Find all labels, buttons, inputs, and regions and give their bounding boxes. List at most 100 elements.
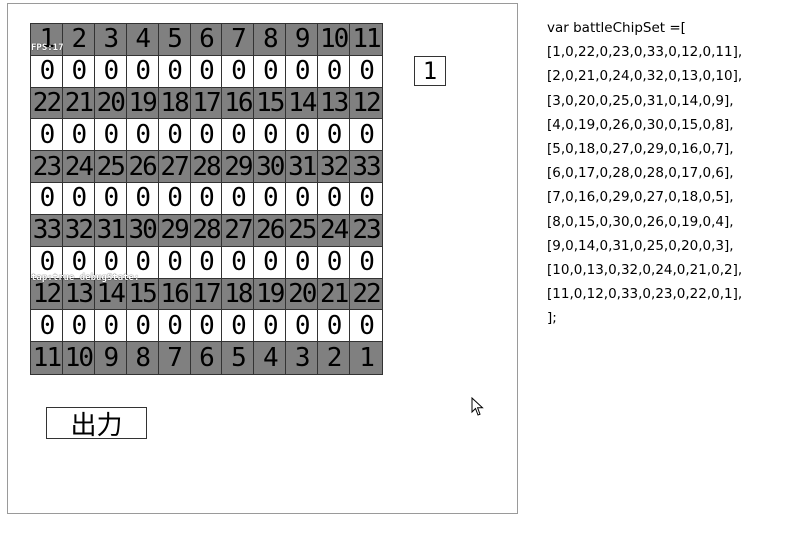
grid-cell[interactable]: 2 xyxy=(318,342,351,374)
grid-cell[interactable]: 17 xyxy=(190,87,223,120)
grid-cell[interactable]: 0 xyxy=(254,183,287,215)
grid-cell[interactable]: 26 xyxy=(254,214,287,247)
grid-cell[interactable]: 0 xyxy=(350,246,382,279)
grid-cell[interactable]: 10 xyxy=(318,24,351,56)
grid-cell[interactable]: 4 xyxy=(254,342,287,374)
grid-cell[interactable]: 0 xyxy=(126,246,159,279)
grid-cell[interactable]: 0 xyxy=(158,119,191,152)
grid-cell[interactable]: 0 xyxy=(222,119,255,152)
grid-cell[interactable]: 33 xyxy=(350,151,382,184)
grid-cell[interactable]: 15 xyxy=(254,87,287,120)
grid-cell[interactable]: 0 xyxy=(286,310,319,343)
grid-cell[interactable]: 25 xyxy=(94,151,127,184)
grid-cell[interactable]: 16 xyxy=(158,278,191,311)
output-button[interactable]: 出力 xyxy=(46,407,147,441)
grid-cell[interactable]: 0 xyxy=(286,119,319,152)
grid-cell[interactable]: 0 xyxy=(318,55,351,88)
grid-cell[interactable]: 0 xyxy=(222,246,255,279)
grid-cell[interactable]: 2 xyxy=(62,24,95,56)
grid-cell[interactable]: 5 xyxy=(222,342,255,374)
grid-cell[interactable]: 0 xyxy=(254,119,287,152)
grid-cell[interactable]: 0 xyxy=(62,55,95,88)
grid-cell[interactable]: 0 xyxy=(62,246,95,279)
grid-cell[interactable]: 0 xyxy=(286,55,319,88)
grid-cell[interactable]: 0 xyxy=(94,310,127,343)
grid-cell[interactable]: 3 xyxy=(94,24,127,56)
grid-cell[interactable]: 14 xyxy=(94,278,127,311)
grid-cell[interactable]: 0 xyxy=(158,183,191,215)
grid-cell[interactable]: 11 xyxy=(31,342,63,374)
grid-cell[interactable]: 13 xyxy=(318,87,351,120)
grid-cell[interactable]: 31 xyxy=(286,151,319,184)
grid-cell[interactable]: 17 xyxy=(190,278,223,311)
grid-cell[interactable]: 23 xyxy=(31,151,63,184)
grid-cell[interactable]: 0 xyxy=(94,246,127,279)
grid-cell[interactable]: 11 xyxy=(350,24,382,56)
grid-cell[interactable]: 21 xyxy=(318,278,351,311)
grid-cell[interactable]: 6 xyxy=(190,24,223,56)
grid-cell[interactable]: 30 xyxy=(254,151,287,184)
grid-cell[interactable]: 1 xyxy=(350,342,382,374)
grid-cell[interactable]: 0 xyxy=(158,310,191,343)
grid-cell[interactable]: 8 xyxy=(126,342,159,374)
grid-cell[interactable]: 18 xyxy=(222,278,255,311)
grid-cell[interactable]: 7 xyxy=(158,342,191,374)
grid-cell[interactable]: 0 xyxy=(318,310,351,343)
grid-cell[interactable]: 0 xyxy=(190,246,223,279)
grid-cell[interactable]: 0 xyxy=(94,119,127,152)
grid-cell[interactable]: 14 xyxy=(286,87,319,120)
grid-cell[interactable]: 27 xyxy=(158,151,191,184)
grid-cell[interactable]: 0 xyxy=(158,55,191,88)
grid-cell[interactable]: 0 xyxy=(254,55,287,88)
grid-cell[interactable]: 0 xyxy=(254,246,287,279)
grid-cell[interactable]: 0 xyxy=(31,183,63,215)
grid-cell[interactable]: 12 xyxy=(350,87,382,120)
grid-cell[interactable]: 0 xyxy=(190,119,223,152)
grid-cell[interactable]: 0 xyxy=(222,310,255,343)
grid-cell[interactable]: 22 xyxy=(31,87,63,120)
grid-cell[interactable]: 6 xyxy=(190,342,223,374)
grid-cell[interactable]: 0 xyxy=(318,183,351,215)
grid-cell[interactable]: 0 xyxy=(190,55,223,88)
grid-cell[interactable]: 20 xyxy=(286,278,319,311)
grid-cell[interactable]: 12 xyxy=(31,278,63,311)
grid-cell[interactable]: 0 xyxy=(31,246,63,279)
grid-cell[interactable]: 21 xyxy=(62,87,95,120)
grid-cell[interactable]: 0 xyxy=(126,55,159,88)
grid-cell[interactable]: 26 xyxy=(126,151,159,184)
grid-cell[interactable]: 0 xyxy=(126,310,159,343)
grid-cell[interactable]: 0 xyxy=(126,183,159,215)
grid-cell[interactable]: 0 xyxy=(254,310,287,343)
grid-cell[interactable]: 20 xyxy=(94,87,127,120)
grid-cell[interactable]: 3 xyxy=(286,342,319,374)
grid-cell[interactable]: 29 xyxy=(158,214,191,247)
grid-cell[interactable]: 27 xyxy=(222,214,255,247)
grid-cell[interactable]: 9 xyxy=(286,24,319,56)
grid-cell[interactable]: 0 xyxy=(286,183,319,215)
grid-cell[interactable]: 5 xyxy=(158,24,191,56)
grid-cell[interactable]: 31 xyxy=(94,214,127,247)
grid-cell[interactable]: 23 xyxy=(350,214,382,247)
grid-cell[interactable]: 24 xyxy=(318,214,351,247)
grid-cell[interactable]: 0 xyxy=(350,55,382,88)
grid-cell[interactable]: 33 xyxy=(31,214,63,247)
grid-cell[interactable]: 0 xyxy=(350,310,382,343)
grid-cell[interactable]: 32 xyxy=(62,214,95,247)
grid-cell[interactable]: 0 xyxy=(318,119,351,152)
grid-cell[interactable]: 18 xyxy=(158,87,191,120)
grid-cell[interactable]: 19 xyxy=(126,87,159,120)
grid-cell[interactable]: 1 xyxy=(31,24,63,56)
grid-cell[interactable]: 0 xyxy=(222,183,255,215)
grid-cell[interactable]: 0 xyxy=(94,55,127,88)
grid-cell[interactable]: 29 xyxy=(222,151,255,184)
grid-cell[interactable]: 0 xyxy=(31,55,63,88)
grid-cell[interactable]: 24 xyxy=(62,151,95,184)
grid-cell[interactable]: 32 xyxy=(318,151,351,184)
grid-cell[interactable]: 0 xyxy=(190,310,223,343)
grid-cell[interactable]: 0 xyxy=(190,183,223,215)
grid-cell[interactable]: 28 xyxy=(190,151,223,184)
grid-cell[interactable]: 9 xyxy=(94,342,127,374)
grid-cell[interactable]: 7 xyxy=(222,24,255,56)
grid-cell[interactable]: 0 xyxy=(318,246,351,279)
